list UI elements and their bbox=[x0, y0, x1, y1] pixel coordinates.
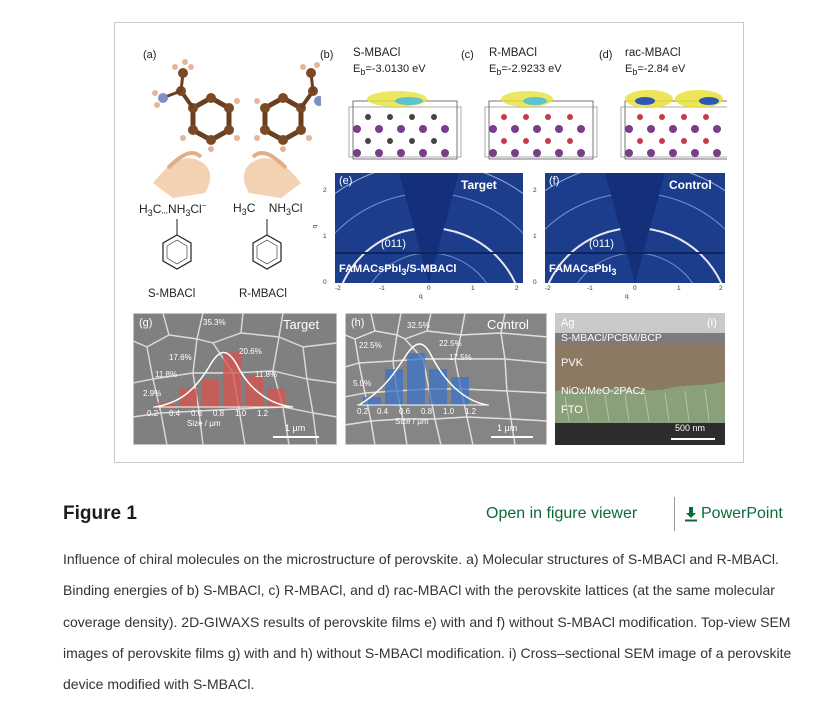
hist-h-pct: 22.5% bbox=[359, 341, 382, 350]
panel-b-binding-structure: S-MBACl Eb=-3.0130 eV bbox=[347, 47, 473, 185]
hist-g-pct: 20.6% bbox=[239, 347, 262, 356]
giw-e-xticks: -2 -1 0 1 2 q bbox=[335, 285, 519, 300]
sem-h-grains bbox=[345, 313, 547, 445]
download-icon bbox=[685, 507, 697, 522]
giw-f-ytick: 1 bbox=[533, 233, 537, 240]
s-mbacl-formula: H3C,,,NH3Cl− bbox=[139, 201, 207, 218]
layer-etl: S-MBACl/PCBM/BCP bbox=[561, 332, 662, 344]
r-mbacl-name: R-MBACl bbox=[239, 288, 287, 300]
hist-h-pct: 22.5% bbox=[439, 339, 462, 348]
panel-f-giwaxs: (f) Control (011) FAMACsPbI3 bbox=[545, 173, 725, 283]
giwaxs-e-pattern bbox=[335, 173, 523, 283]
hist-h-pct: 5.0% bbox=[353, 379, 372, 388]
lattice-b bbox=[348, 91, 462, 160]
giw-f-ytick: 0 bbox=[533, 279, 537, 286]
benzene-rings-drawing bbox=[162, 219, 282, 270]
layer-fto: FTO bbox=[561, 404, 583, 416]
r-mbacl-formula: H3C NH3Cl bbox=[233, 201, 303, 217]
giw-f-xticks: -2 -1 0 1 2 q bbox=[545, 285, 723, 300]
panel-i-cross-section: Ag (i) S-MBACl/PCBM/BCP PVK NiOx/MeO-2PA… bbox=[555, 313, 725, 445]
panel-d-title: rac-MBACl bbox=[625, 47, 681, 59]
panel-e-ring: (011) bbox=[381, 238, 406, 250]
panel-a-label: (a) bbox=[143, 49, 157, 61]
panel-g-label: (g) bbox=[139, 317, 153, 329]
histogram-bar bbox=[451, 377, 469, 405]
panel-g-sem: (g) Target 35.3% 17.6% 20.6% 11.8% 11.8%… bbox=[133, 313, 337, 445]
open-figure-viewer-link[interactable]: Open in figure viewer bbox=[486, 505, 638, 522]
hist-g-pct: 2.9% bbox=[143, 389, 162, 398]
figure-image[interactable]: (a) H3C,,,NH3Cl− H3C NH3Cl bbox=[114, 22, 744, 463]
hist-g-pct: 11.8% bbox=[255, 370, 278, 379]
histogram-bar bbox=[429, 369, 447, 405]
giwaxs-f-pattern bbox=[545, 173, 725, 283]
s-mbacl-name: S-MBACl bbox=[148, 288, 196, 300]
panel-h-control: Control bbox=[487, 317, 529, 332]
cross-section-layers bbox=[555, 313, 725, 445]
lattice-c bbox=[484, 91, 598, 160]
chiral-molecules-illustration bbox=[152, 59, 321, 198]
panel-d-label: (d) bbox=[599, 49, 613, 61]
panel-f-ring: (011) bbox=[589, 238, 614, 250]
histogram-bar bbox=[363, 397, 381, 405]
powerpoint-download-link[interactable]: PowerPoint bbox=[684, 505, 783, 523]
layer-ag: Ag bbox=[561, 317, 575, 329]
panel-c-binding-energy: Eb=-2.9233 eV bbox=[489, 63, 562, 77]
sem-g-grains bbox=[133, 313, 337, 445]
figure-caption: Influence of chiral molecules on the mic… bbox=[63, 551, 792, 693]
histogram-bar bbox=[385, 369, 403, 405]
divider bbox=[674, 497, 675, 531]
panel-e-giwaxs: (e) Target (011) FAMACsPbI3/S-MBACl bbox=[335, 173, 523, 283]
histogram-bar bbox=[179, 388, 197, 407]
giw-e-ytick: 1 bbox=[323, 233, 327, 240]
hist-g-pct: 11.8% bbox=[155, 370, 178, 379]
hist-h-pct: 32.5% bbox=[407, 321, 430, 330]
panel-h-scale: 1 μm bbox=[497, 423, 518, 433]
figure-title: Figure 1 bbox=[63, 503, 137, 524]
hist-g-pct: 35.3% bbox=[203, 318, 226, 327]
panel-f-film: FAMACsPbI3 bbox=[549, 263, 617, 277]
panel-e-label: (e) bbox=[339, 175, 353, 187]
panel-b-title: S-MBACl bbox=[353, 47, 401, 59]
layer-pvk: PVK bbox=[561, 357, 584, 369]
panel-d-binding-structure: rac-MBACl Eb=-2.84 eV bbox=[619, 47, 745, 185]
giw-e-ytick: 0 bbox=[323, 279, 327, 286]
panel-g-scale: 1 μm bbox=[285, 423, 306, 433]
histogram-bar bbox=[245, 375, 263, 407]
perovskite-lattice-drawings bbox=[348, 90, 727, 160]
panel-h-label: (h) bbox=[351, 317, 365, 329]
histogram-bar bbox=[201, 379, 219, 407]
panel-e-target: Target bbox=[461, 178, 497, 192]
panel-b-binding-energy: Eb=-3.0130 eV bbox=[353, 63, 426, 77]
hist-g-pct: 17.6% bbox=[169, 353, 192, 362]
panel-c-title: R-MBACl bbox=[489, 47, 537, 59]
hist-h-pct: 17.5% bbox=[449, 353, 472, 362]
panel-d-binding-energy: Eb=-2.84 eV bbox=[625, 63, 686, 77]
histogram-bar bbox=[267, 388, 285, 407]
panel-f-control: Control bbox=[669, 178, 712, 192]
panel-h-sem: (h) Control 32.5% 22.5% 22.5% 17.5% 5.0%… bbox=[345, 313, 547, 445]
giw-f-ytick: 2 bbox=[533, 187, 537, 194]
panel-i-scale: 500 nm bbox=[675, 423, 706, 433]
panel-g-target: Target bbox=[283, 317, 320, 332]
panel-e-film: FAMACsPbI3/S-MBACl bbox=[339, 263, 457, 277]
powerpoint-label: PowerPoint bbox=[701, 505, 783, 522]
layer-htl: NiOx/MeO-2PACz bbox=[561, 385, 646, 397]
panel-b-label: (b) bbox=[320, 49, 334, 61]
giw-e-ytick: 2 bbox=[323, 187, 327, 194]
lattice-d bbox=[620, 90, 727, 160]
panel-c-binding-structure: R-MBACl Eb=-2.9233 eV bbox=[483, 47, 609, 185]
histogram-bar bbox=[407, 353, 425, 405]
histogram-bar bbox=[223, 352, 241, 407]
panel-f-label: (f) bbox=[549, 175, 560, 187]
panel-c-label: (c) bbox=[461, 49, 474, 61]
panel-i-label: (i) bbox=[707, 317, 717, 329]
giw-e-ylabel: q bbox=[311, 224, 319, 229]
